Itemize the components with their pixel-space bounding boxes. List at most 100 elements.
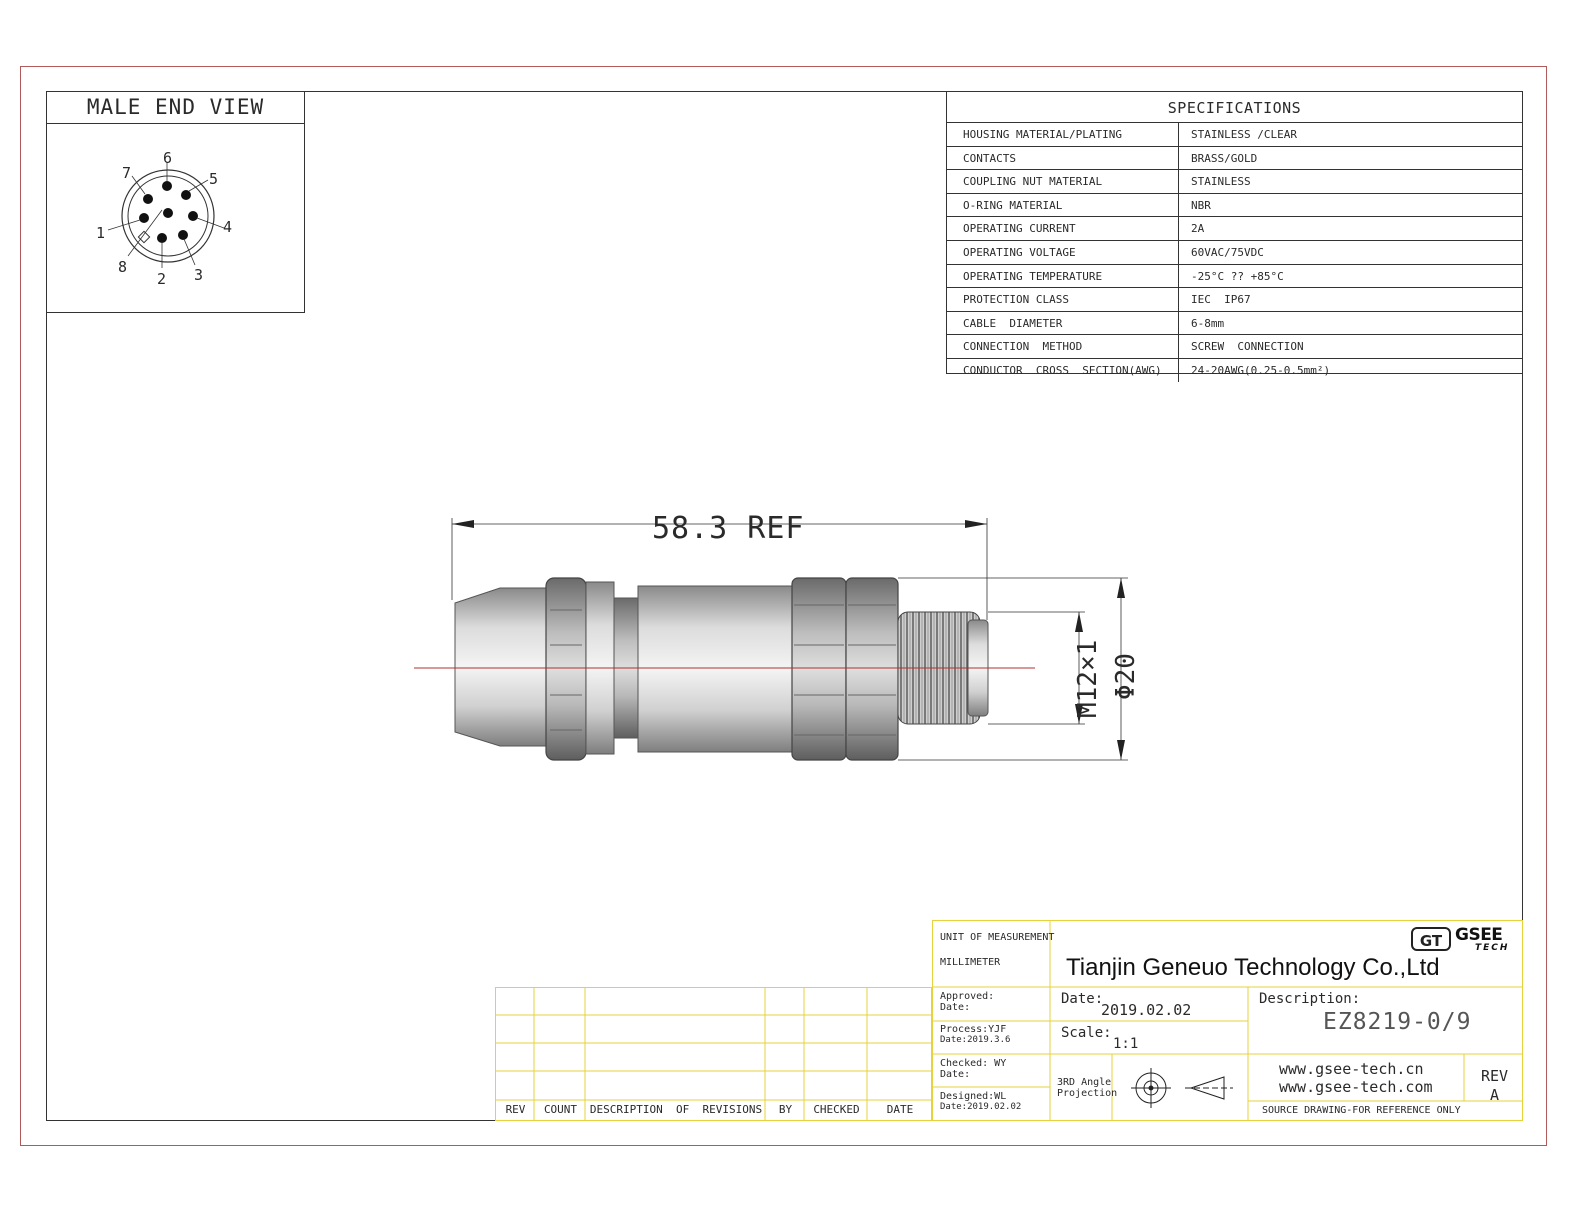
rev-header-count: COUNT — [543, 1103, 578, 1116]
pin-label-5: 5 — [209, 170, 218, 188]
connector-outer-ring — [121, 169, 215, 263]
spec-row: OPERATING CURRENT 2A — [947, 217, 1522, 241]
source-note: SOURCE DRAWING-FOR REFERENCE ONLY — [1262, 1105, 1461, 1116]
main-body — [637, 585, 795, 753]
spec-row: HOUSING MATERIAL/PLATING STAINLESS /CLEAR — [947, 123, 1522, 147]
date-value: 2019.02.02 — [1101, 1001, 1192, 1019]
unit-value: MILLIMETER — [940, 957, 1001, 968]
spec-row: CONNECTION METHOD SCREW CONNECTION — [947, 335, 1522, 359]
spec-row: OPERATING VOLTAGE 60VAC/75VDC — [947, 240, 1522, 265]
scale-label: Scale: — [1061, 1025, 1112, 1041]
spec-value: 2A — [1191, 222, 1205, 236]
unit-label: UNIT OF MEASUREMENT — [940, 932, 1055, 943]
process-date: Date:2019.3.6 — [940, 1035, 1011, 1045]
rev-header-description: DESCRIPTION OF REVISIONS — [589, 1103, 763, 1116]
pin-dot — [139, 213, 149, 223]
company-name: Tianjin Geneuo Technology Co.,Ltd — [1066, 954, 1440, 981]
process-label: Process:YJF — [940, 1024, 1007, 1035]
spec-value: STAINLESS — [1191, 175, 1251, 189]
pin-label-2: 2 — [157, 270, 166, 288]
projection-label-1: 3RD Angle — [1057, 1077, 1112, 1088]
pin-dot — [143, 194, 153, 204]
pin-dot — [188, 211, 198, 221]
pin-label-6: 6 — [163, 149, 172, 167]
spec-value: 60VAC/75VDC — [1191, 245, 1264, 259]
spec-value: STAINLESS /CLEAR — [1191, 128, 1297, 141]
spec-row: COUPLING NUT MATERIAL STAINLESS — [947, 170, 1522, 194]
title-block: UNIT OF MEASUREMENT MILLIMETER Tianjin G… — [932, 920, 1523, 1121]
scale-value: 1:1 — [1113, 1036, 1139, 1052]
logo-mark: GT — [1411, 927, 1451, 951]
rev-header-rev: REV — [505, 1103, 526, 1116]
cable-end-cap — [454, 587, 549, 747]
specifications-title: SPECIFICATIONS — [947, 92, 1522, 123]
spec-label: OPERATING VOLTAGE — [947, 240, 1179, 264]
third-angle-projection-icon — [1131, 1068, 1233, 1108]
spec-label: HOUSING MATERIAL/PLATING — [947, 123, 1179, 146]
pin-dot — [162, 181, 172, 191]
male-end-view-panel: MALE END VIEW — [46, 91, 305, 313]
pin-label-7: 7 — [122, 164, 131, 182]
diameter-dimension-label: Φ20 — [1111, 653, 1141, 700]
specifications-rows: HOUSING MATERIAL/PLATING STAINLESS /CLEAR… — [947, 123, 1522, 382]
checked-label: Checked: WY — [940, 1058, 1007, 1069]
specifications-table: SPECIFICATIONS HOUSING MATERIAL/PLATING S… — [946, 91, 1523, 382]
designed-label: Designed:WL — [940, 1091, 1007, 1102]
spec-row: OPERATING TEMPERATURE -25°C ?? +85°C — [947, 264, 1522, 289]
spec-value: 6-8mm — [1191, 316, 1225, 330]
website-cn: www.gsee-tech.cn — [1279, 1060, 1424, 1078]
spec-label: OPERATING CURRENT — [947, 217, 1179, 240]
spec-label: OPERATING TEMPERATURE — [947, 264, 1179, 288]
outer-frame — [20, 66, 1547, 1146]
rev-header-checked: CHECKED — [813, 1103, 860, 1116]
logo-text: GSEE — [1455, 925, 1503, 945]
spec-label: CONDUCTOR CROSS SECTION(AWG) — [947, 358, 1179, 382]
spec-value: BRASS/GOLD — [1191, 151, 1258, 165]
approved-label: Approved: — [940, 991, 995, 1002]
pin-dot — [157, 233, 167, 243]
rev-header-by: BY — [778, 1103, 793, 1116]
pin-label-8: 8 — [118, 258, 127, 276]
pin-label-1: 1 — [96, 224, 105, 242]
pin-dot — [163, 208, 173, 218]
description-label: Description: — [1259, 991, 1361, 1007]
spec-label: CONNECTION METHOD — [947, 335, 1179, 358]
website-com: www.gsee-tech.com — [1279, 1078, 1433, 1096]
spec-row: CONTACTS BRASS/GOLD — [947, 146, 1522, 171]
spec-label: PROTECTION CLASS — [947, 288, 1179, 311]
checked-date: Date: — [940, 1069, 971, 1080]
spec-value: NBR — [1191, 198, 1211, 212]
pin-label-3: 3 — [194, 266, 203, 284]
pin-label-4: 4 — [223, 218, 232, 236]
connector-inner-ring — [127, 175, 209, 257]
logo-sub: TECH — [1475, 943, 1510, 953]
designed-date: Date:2019.02.02 — [940, 1102, 1022, 1112]
pin-dot — [178, 230, 188, 240]
rev-header-date: DATE — [886, 1103, 914, 1116]
spec-value: -25°C ?? +85°C — [1191, 269, 1284, 283]
male-end-view-title: MALE END VIEW — [47, 92, 304, 124]
length-dimension-label: 58.3 REF — [652, 511, 805, 546]
company-logo: GT GSEE TECH — [1411, 925, 1519, 955]
spec-value: 24-20AWG(0.25-0.5mm²) — [1191, 363, 1331, 377]
rear-nut — [545, 577, 587, 761]
spec-label: CONTACTS — [947, 146, 1179, 170]
spec-label: CABLE DIAMETER — [947, 311, 1179, 335]
spec-row: CABLE DIAMETER 6-8mm — [947, 311, 1522, 336]
pin-dot — [181, 190, 191, 200]
spec-value: SCREW CONNECTION — [1191, 340, 1304, 354]
approved-date: Date: — [940, 1002, 971, 1013]
projection-label-2: Projection — [1057, 1088, 1118, 1099]
date-label: Date: — [1061, 991, 1104, 1007]
connector-side-view: 58.3 REF M12×1 Φ20 — [414, 511, 1141, 761]
revision-table: REV COUNT DESCRIPTION OF REVISIONS BY CH… — [495, 987, 932, 1121]
description-value: EZ8219-0/9 — [1323, 1009, 1472, 1035]
rev-value: A — [1489, 1086, 1500, 1104]
spec-row: CONDUCTOR CROSS SECTION(AWG) 24-20AWG(0.2… — [947, 358, 1522, 382]
thread-dimension-label: M12×1 — [1073, 640, 1103, 718]
key-marker — [137, 230, 151, 244]
pin-layout-diagram: 1 2 3 4 5 6 7 8 — [96, 149, 232, 288]
spec-label: COUPLING NUT MATERIAL — [947, 170, 1179, 193]
